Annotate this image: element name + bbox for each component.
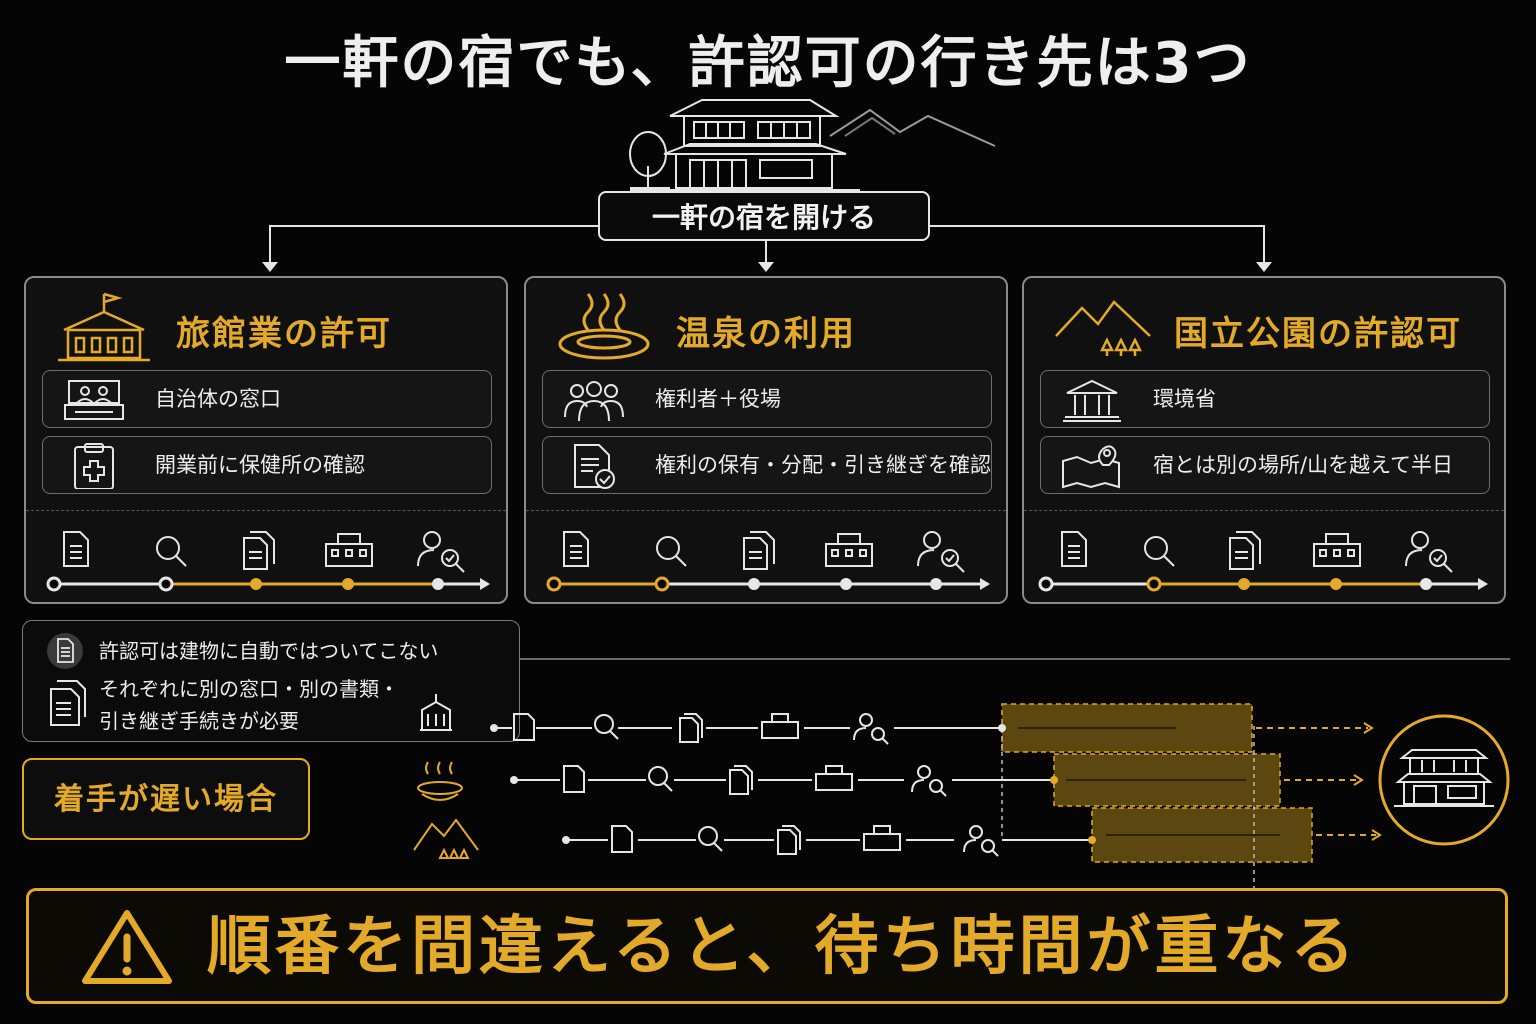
row-text: 環境省 <box>1153 387 1216 411</box>
note-line-1: 許認可は建物に自動ではついてこない <box>99 639 439 663</box>
card-title: 国立公園の許認可 <box>1174 314 1462 354</box>
card-title: 旅館業の許可 <box>176 314 392 354</box>
late-start-label: 着手が遅い場合 <box>22 758 310 840</box>
card-divider <box>26 510 506 511</box>
warning-triangle-icon <box>82 910 172 984</box>
row-rights-holder: 権利者＋役場 <box>542 370 992 428</box>
timeline-row-ryokan <box>420 694 1000 745</box>
root-connectors <box>262 225 1272 272</box>
card-national-park-permit: 国立公園の許認可 環境省 宿とは別の場所/山を越えて半日 <box>1022 276 1506 604</box>
wait-blocks <box>1001 703 1313 863</box>
row-text: 開業前に保健所の確認 <box>155 453 365 477</box>
warning-text: 順番を間違えると、待ち時間が重なる <box>207 910 1359 984</box>
row-text: 権利の保有・分配・引き継ぎを確認 <box>655 453 991 477</box>
ryokan-building-icon <box>58 292 150 362</box>
medical-clipboard-icon <box>74 443 114 489</box>
warning-banner: 順番を間違えると、待ち時間が重なる <box>26 888 1508 1004</box>
waiting-overlap-timeline <box>413 694 1510 890</box>
row-text: 自治体の窓口 <box>155 387 281 411</box>
row-text: 宿とは別の場所/山を越えて半日 <box>1153 453 1454 477</box>
process-steps <box>1038 531 1488 592</box>
card-title: 温泉の利用 <box>676 314 856 354</box>
card-divider <box>526 510 1006 511</box>
counter-desk-icon <box>64 380 124 420</box>
section-divider <box>520 658 1510 660</box>
people-group-icon <box>564 381 624 422</box>
row-health-center: 開業前に保健所の確認 <box>42 436 492 494</box>
row-text: 権利者＋役場 <box>655 387 781 411</box>
row-rights-check: 権利の保有・分配・引き継ぎを確認 <box>542 436 992 494</box>
row-municipal-counter: 自治体の窓口 <box>42 370 492 428</box>
row-ministry-environment: 環境省 <box>1040 370 1490 428</box>
root-label: 一軒の宿を開ける <box>598 191 930 241</box>
documents-icon <box>50 680 86 726</box>
government-building-icon <box>1063 379 1121 422</box>
process-steps <box>546 531 990 592</box>
note-line-2: それぞれに別の窓口・別の書類・ <box>99 677 399 701</box>
document-check-icon <box>574 444 615 489</box>
map-pin-icon <box>1062 445 1120 489</box>
inn-building-illustration <box>629 99 996 191</box>
card-divider <box>1024 510 1504 511</box>
hot-spring-icon <box>558 293 650 360</box>
mountain-forest-icon <box>1055 300 1151 356</box>
note-line-3: 引き継ぎ手続きが必要 <box>99 709 299 733</box>
card-ryokan-license: 旅館業の許可 自治体の窓口 開業前に保健所の確認 <box>24 276 508 604</box>
document-icon <box>47 633 83 669</box>
inn-goal-icon <box>1378 714 1510 846</box>
page-title: 一軒の宿でも、許認可の行き先は3つ <box>284 31 1252 96</box>
row-separate-location: 宿とは別の場所/山を越えて半日 <box>1040 436 1490 494</box>
card-hot-spring-use: 温泉の利用 権利者＋役場 権利の保有・分配・引き継ぎを確認 <box>524 276 1008 604</box>
timeline-row-park <box>413 818 1090 859</box>
process-steps <box>46 531 490 592</box>
timeline-row-onsen <box>417 761 1052 801</box>
